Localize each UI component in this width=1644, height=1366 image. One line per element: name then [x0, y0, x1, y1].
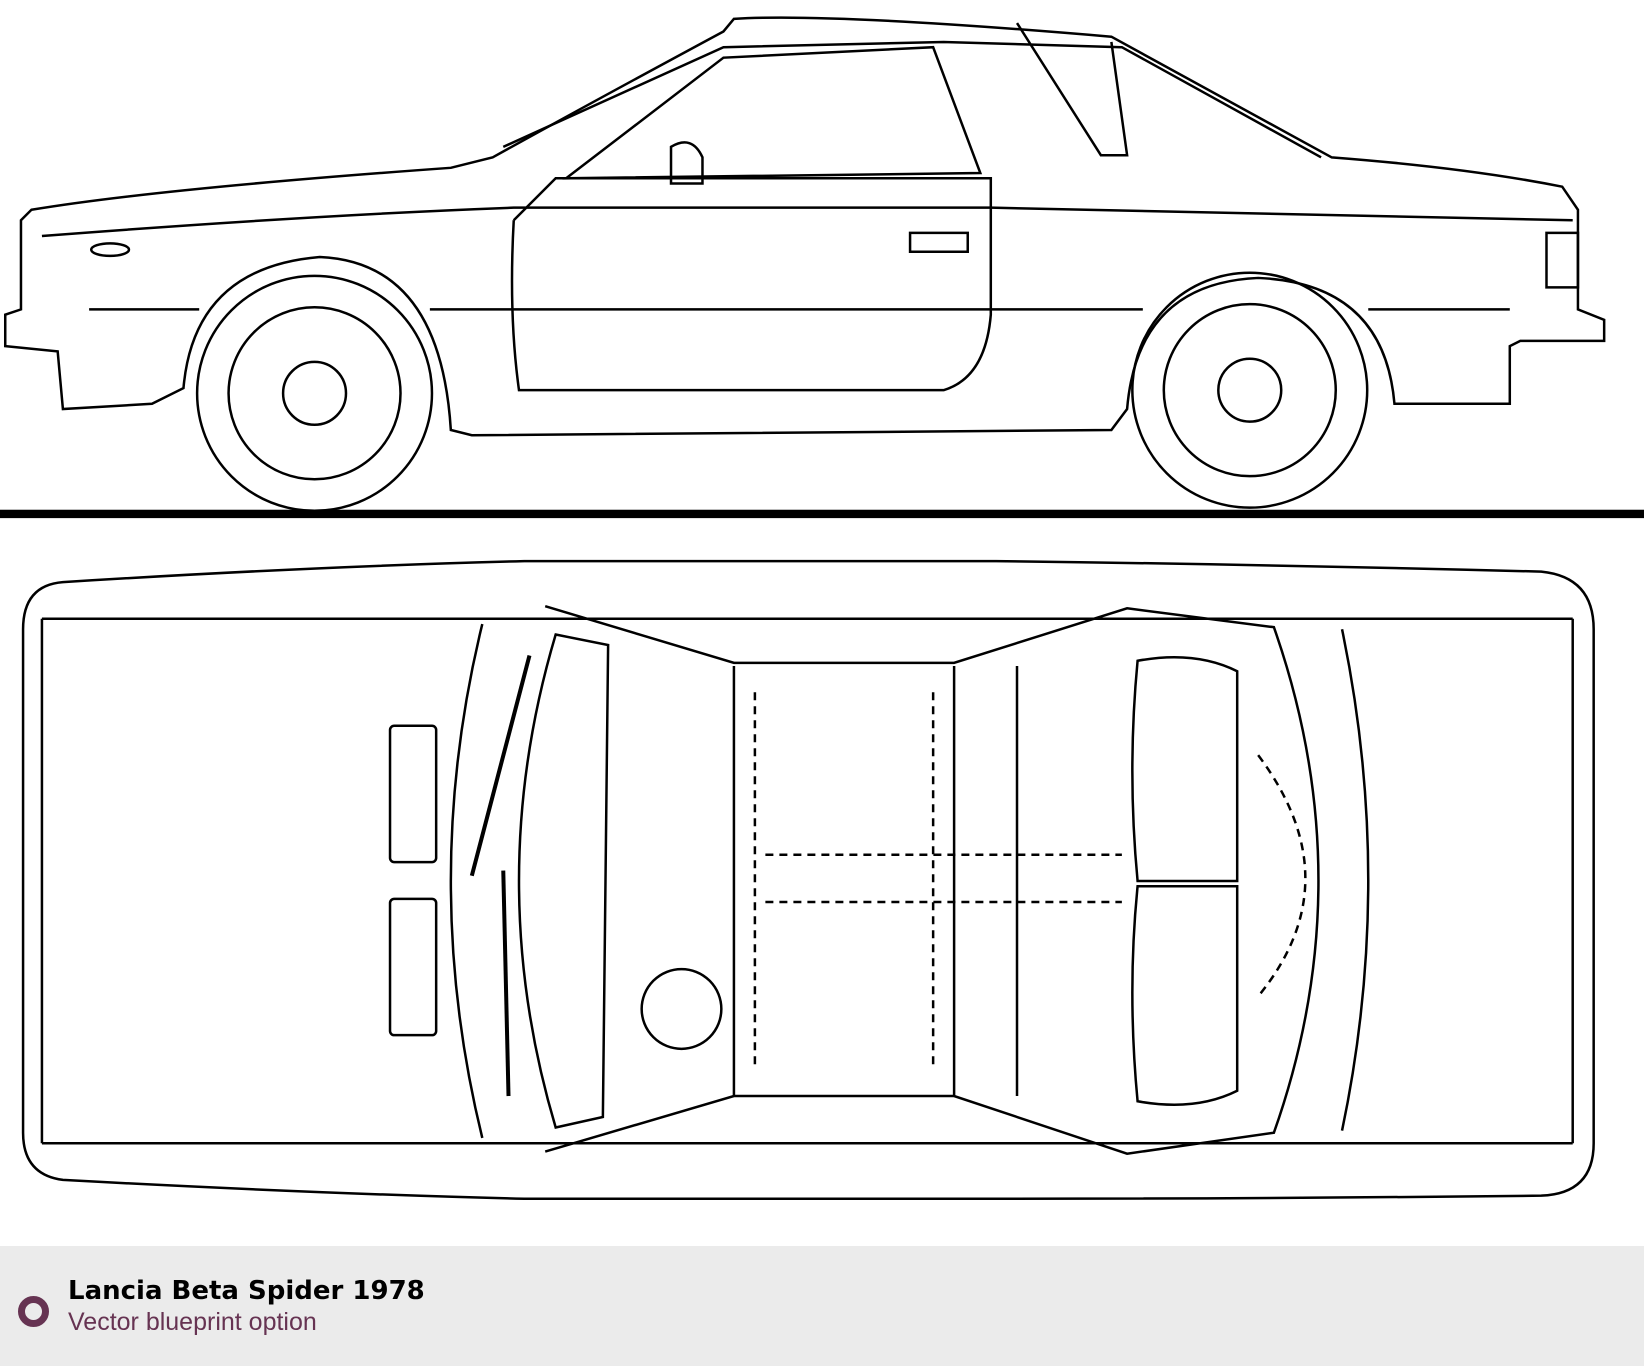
tail-light — [1546, 233, 1577, 288]
rear-deck-line — [1342, 629, 1368, 1130]
rear-window — [1017, 23, 1127, 155]
wiper-upper — [472, 656, 530, 876]
top-inner-outline — [42, 619, 1573, 1143]
caption-subtitle[interactable]: Vector blueprint option — [68, 1308, 317, 1336]
top-body-outline — [23, 561, 1594, 1199]
cabin-outline — [545, 606, 1318, 1153]
caption-bar: Lancia Beta Spider 1978 Vector blueprint… — [0, 1246, 1644, 1366]
belt-line — [42, 208, 1573, 236]
ring-icon — [18, 1296, 49, 1327]
seat-right — [1132, 886, 1237, 1105]
side-roof-line — [503, 42, 1321, 157]
hood-line — [451, 624, 482, 1138]
windshield — [519, 635, 608, 1128]
seat-left — [1132, 657, 1237, 881]
side-body-outline — [5, 18, 1604, 436]
vent-lower — [390, 899, 436, 1035]
rear-wheel — [1132, 273, 1367, 508]
door-outline — [512, 178, 991, 390]
hidden-lines — [755, 692, 1305, 1070]
car-blueprint — [0, 0, 1644, 1246]
roll-bar — [734, 666, 1017, 1096]
side-view — [0, 18, 1644, 519]
caption-title: Lancia Beta Spider 1978 — [68, 1276, 425, 1306]
side-window — [566, 47, 980, 178]
door-handle — [910, 233, 968, 252]
steering-wheel — [642, 969, 722, 1049]
wiper-lower — [503, 871, 508, 1096]
top-view — [23, 561, 1594, 1199]
mirror — [671, 142, 702, 183]
ground-line — [0, 509, 1644, 519]
front-wheel — [197, 276, 432, 511]
vent-upper — [390, 726, 436, 862]
front-indicator — [91, 243, 129, 256]
